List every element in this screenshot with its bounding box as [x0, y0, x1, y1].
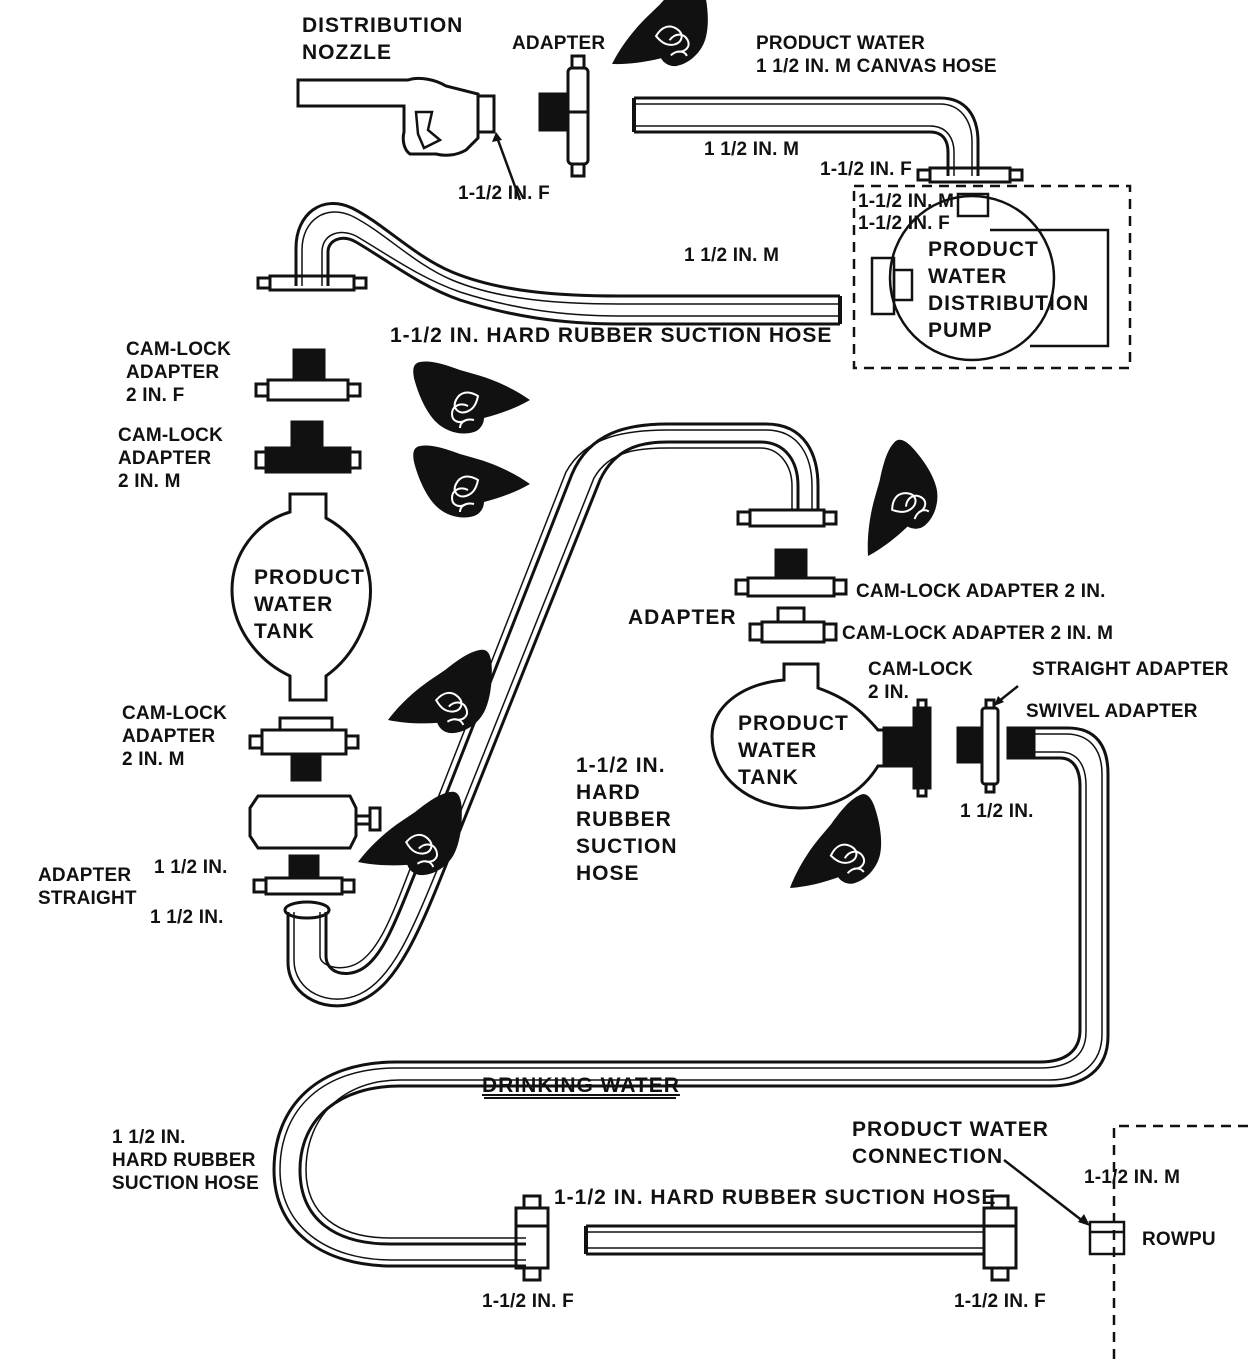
- lower-right-f-label: 1-1/2 IN. F: [954, 1290, 1046, 1313]
- camlock-adapter-2in-m-bottom: [250, 718, 358, 780]
- middle-suction-hose-label: 1-1/2 IN. HARD RUBBER SUCTION HOSE: [576, 752, 678, 887]
- lower-suction-hose-label: 1-1/2 IN. HARD RUBBER SUCTION HOSE: [554, 1184, 996, 1211]
- pointing-hand-icon: [594, 0, 731, 94]
- adapter-straight-1-1-2: [254, 856, 354, 894]
- product-water-connection-label: PRODUCT WATER CONNECTION: [852, 1116, 1049, 1170]
- lower-hose-left-label: 1 1/2 IN. HARD RUBBER SUCTION HOSE: [112, 1126, 259, 1195]
- rowpu-label: ROWPU: [1142, 1228, 1216, 1251]
- pump-inlet-f-label: 1-1/2 IN. F: [858, 212, 950, 235]
- right-tank-label: PRODUCT WATER TANK: [738, 710, 849, 791]
- straight-adapter-label: STRAIGHT ADAPTER: [1032, 658, 1229, 681]
- right-adapter-label: ADAPTER: [628, 604, 737, 631]
- camlock-2in-tank: [884, 700, 930, 796]
- drinking-water-label: DRINKING WATER: [482, 1072, 680, 1099]
- camlock-adapter-2in-m: [256, 422, 360, 472]
- pointing-hand-icon: [768, 791, 905, 916]
- straight-top-size-label: 1 1/2 IN.: [154, 856, 228, 879]
- canvas-hose-f-end-label: 1-1/2 IN. F: [820, 158, 912, 181]
- straight-bottom-size-label: 1 1/2 IN.: [150, 906, 224, 929]
- upper-suction-hose-label: 1-1/2 IN. HARD RUBBER SUCTION HOSE: [390, 322, 832, 349]
- rowpu-m-label: 1-1/2 IN. M: [1084, 1166, 1180, 1189]
- lower-left-f-label: 1-1/2 IN. F: [482, 1290, 574, 1313]
- camlock-adapter-2in-f: [256, 350, 360, 400]
- distribution-nozzle: [298, 78, 494, 155]
- distribution-nozzle-label: DISTRIBUTION NOZZLE: [302, 12, 463, 66]
- pointing-hand-icon: [413, 361, 530, 433]
- camlock-adapter-2in-right: [736, 550, 846, 596]
- pump-label: PRODUCT WATER DISTRIBUTION PUMP: [928, 236, 1089, 344]
- canvas-hose-m-end-label: 1 1/2 IN. M: [704, 138, 799, 161]
- left-tank-label: PRODUCT WATER TANK: [254, 564, 365, 645]
- adapter-straight-label: ADAPTER STRAIGHT: [38, 864, 137, 910]
- pointing-hand-icon: [413, 445, 530, 517]
- camlock-2in-m-bottom-label: CAM-LOCK ADAPTER 2 IN. M: [122, 702, 227, 771]
- swivel-adapter-label: SWIVEL ADAPTER: [1026, 700, 1198, 723]
- nozzle-thread-label: 1-1/2 IN. F: [458, 182, 550, 205]
- top-adapter: [540, 56, 588, 176]
- pointing-hand-icon: [376, 647, 509, 752]
- upper-suction-hose-m-end-label: 1 1/2 IN. M: [684, 244, 779, 267]
- top-adapter-label: ADAPTER: [512, 32, 605, 55]
- camlock-adapter-2in-m-right: [750, 608, 836, 642]
- camlock-2in-m-top-label: CAM-LOCK ADAPTER 2 IN. M: [118, 424, 223, 493]
- camlock-2in-tank-label: CAM-LOCK 2 IN.: [868, 658, 973, 704]
- pump-inlet-m-label: 1-1/2 IN. M: [858, 190, 954, 213]
- straight-adapter-body: [250, 796, 380, 848]
- camlock-2in-right-label: CAM-LOCK ADAPTER 2 IN.: [856, 580, 1106, 603]
- lower-suction-hose: [586, 1226, 984, 1254]
- swivel-size-label: 1 1/2 IN.: [960, 800, 1034, 823]
- straight-adapter-right: [958, 700, 998, 792]
- camlock-2in-f-label: CAM-LOCK ADAPTER 2 IN. F: [126, 338, 231, 407]
- pointing-hand-icon: [835, 437, 958, 574]
- canvas-hose-label: PRODUCT WATER 1 1/2 IN. M CANVAS HOSE: [756, 32, 997, 78]
- camlock-2in-m-right-label: CAM-LOCK ADAPTER 2 IN. M: [842, 622, 1113, 645]
